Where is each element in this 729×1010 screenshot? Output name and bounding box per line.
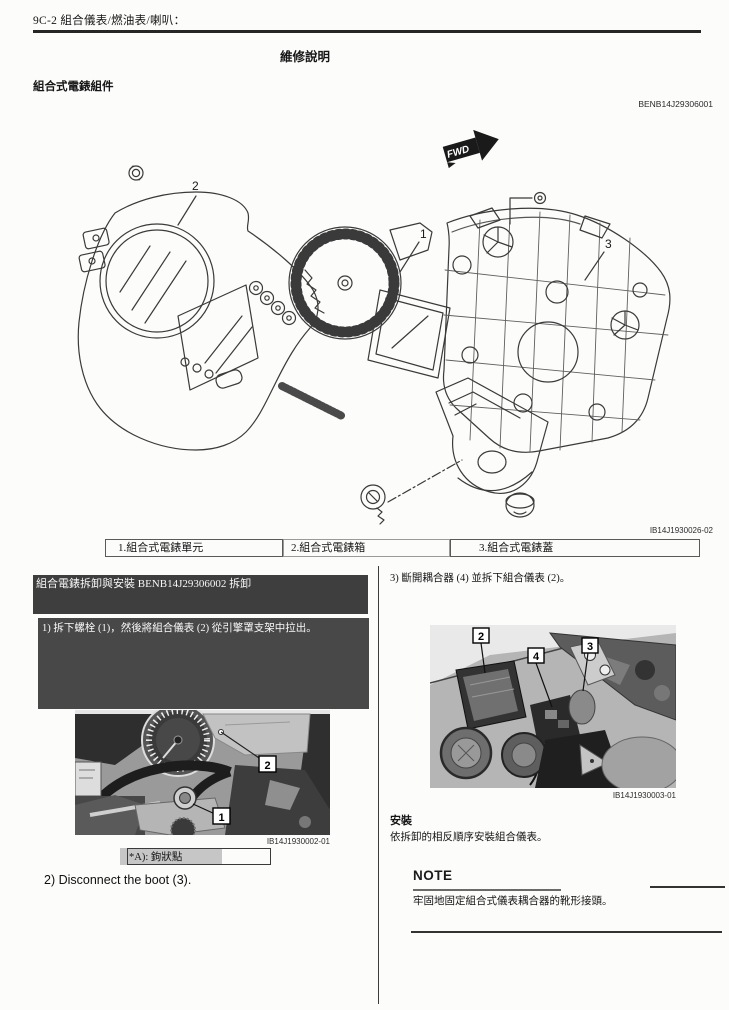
leader-1 xyxy=(399,241,420,273)
grommet-icon xyxy=(505,492,535,518)
diagram-callout-1: 1 xyxy=(420,227,427,241)
leader-2 xyxy=(177,195,197,226)
bracket-drawing xyxy=(435,377,549,494)
note-a-highlight xyxy=(120,848,222,865)
screw-icon xyxy=(509,191,547,225)
svg-text:4: 4 xyxy=(533,651,540,663)
note-a-text: *A): 鉤狀點 xyxy=(129,852,183,863)
header-rule xyxy=(33,30,701,33)
note-underline xyxy=(413,889,561,891)
meter-case-drawing xyxy=(442,207,671,453)
removal-heading-block: 組合電錶拆卸與安裝 BENB14J29306002 拆卸 xyxy=(33,575,368,614)
meter-unit-drawing xyxy=(278,222,451,420)
photo2-headlights xyxy=(439,726,547,780)
photo-meter-bolt: 2 1 xyxy=(75,710,330,835)
legend-item-3: 3.組合式電錶蓋 xyxy=(450,539,700,557)
diagram-callout-2: 2 xyxy=(192,179,199,193)
figure-code-photo1: IB14J1930002-01 xyxy=(266,837,330,846)
note-a-box xyxy=(127,848,271,865)
note-bottom-rule xyxy=(411,931,722,933)
svg-text:2: 2 xyxy=(478,631,484,643)
photo2-callout-4: 4 xyxy=(527,647,545,664)
diagram-callout-3: 3 xyxy=(605,237,612,251)
page-header: 9C-2 組合儀表/燃油表/喇叭： xyxy=(33,15,186,27)
step3-text: 3) 斷開耦合器 (4) 並拆下組合儀表 (2)。 xyxy=(390,573,571,584)
note-text: 牢固地固定組合式儀表耦合器的靴形接頭。 xyxy=(413,896,613,907)
svg-text:3: 3 xyxy=(587,641,593,653)
subsection-title: 組合式電錶組件 xyxy=(33,81,114,93)
svg-text:1: 1 xyxy=(218,812,224,824)
install-text: 依拆卸的相反順序安裝組合儀表。 xyxy=(390,832,548,843)
figure-code-diagram: IB14J1930026-02 xyxy=(649,526,713,535)
section-title: 維修說明 xyxy=(279,50,330,64)
bolt-icon xyxy=(128,165,144,181)
removal-step1-block: 1) 拆下螺栓 (1)，然後將組合儀表 (2) 從引擎罩支架中拉出。 xyxy=(38,618,369,709)
diagram-legend: 1.組合式電錶單元 2.組合式電錶箱 3.組合式電錶蓋 xyxy=(105,539,700,557)
column-divider xyxy=(378,566,379,1004)
photo2-callout-3: 3 xyxy=(581,637,599,654)
leader-3 xyxy=(584,251,605,281)
photo1-callout-1: 1 xyxy=(212,807,231,825)
photo1-speedometer xyxy=(141,710,215,777)
note-heading: NOTE xyxy=(413,868,453,883)
doc-code: BENB14J29306001 xyxy=(638,99,713,109)
legend-item-1: 1.組合式電錶單元 xyxy=(105,539,283,557)
figure-code-photo2: IB14J1930003-01 xyxy=(612,791,676,800)
exploded-diagram: FWD 2 xyxy=(77,129,671,525)
photo2-meter-unit xyxy=(455,660,527,730)
svg-text:2: 2 xyxy=(264,760,270,772)
photo1-bolt xyxy=(173,786,197,810)
photo-coupler-removal: 2 4 3 xyxy=(430,625,676,788)
legend-item-2: 2.組合式電錶箱 xyxy=(283,539,450,557)
meter-cover-drawing xyxy=(77,191,319,451)
fwd-arrow-icon: FWD xyxy=(442,129,499,169)
install-heading: 安裝 xyxy=(390,815,412,827)
photo1-callout-2: 2 xyxy=(258,755,277,773)
note-right-rule xyxy=(650,886,725,888)
photo2-callout-2: 2 xyxy=(472,627,490,644)
step2-text: 2) Disconnect the boot (3). xyxy=(44,873,192,887)
flange-bolt-icon xyxy=(360,459,463,525)
